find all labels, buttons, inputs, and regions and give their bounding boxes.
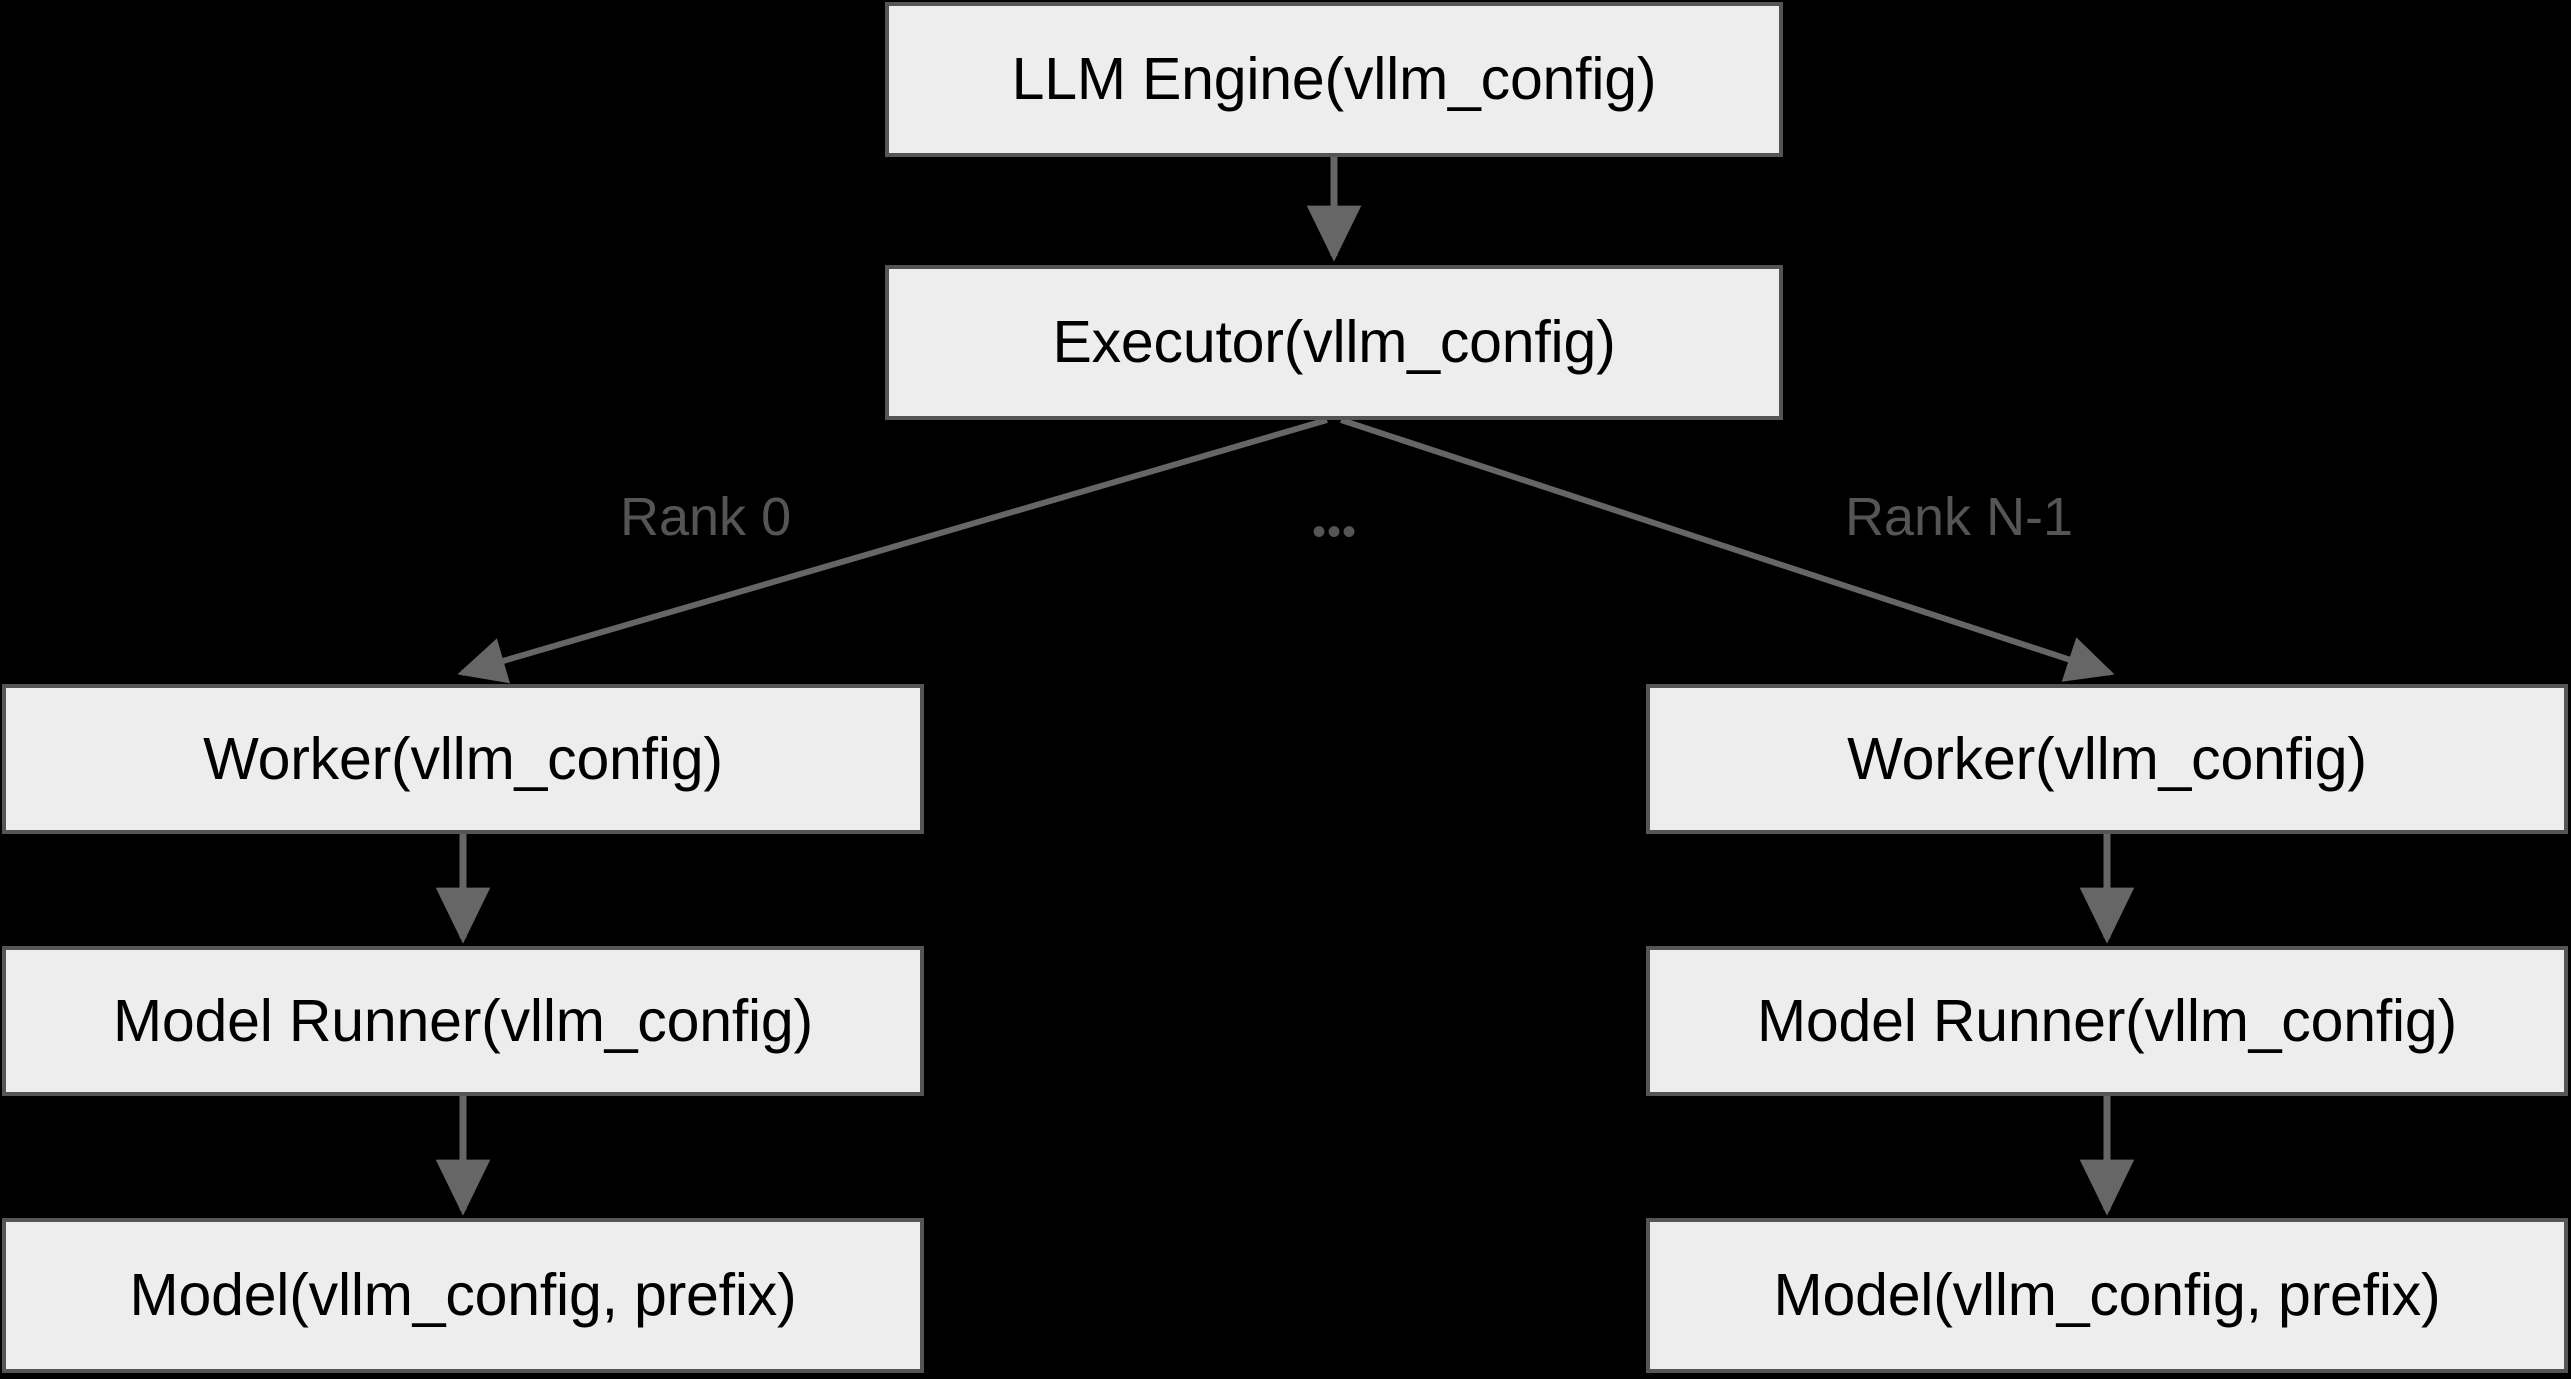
edge-label-rank-0: Rank 0 bbox=[620, 487, 792, 547]
node-worker-rank-n-label: Worker(vllm_config) bbox=[1847, 725, 2367, 792]
node-model-runner-rank-n[interactable]: Model Runner(vllm_config) bbox=[1646, 946, 2568, 1096]
edge-label-rank-n: Rank N-1 bbox=[1845, 487, 2074, 547]
node-executor-label: Executor(vllm_config) bbox=[1052, 309, 1616, 375]
edge-executor-to-worker-0 bbox=[457, 417, 1328, 684]
node-worker-rank-n[interactable]: Worker(vllm_config) bbox=[1646, 684, 2568, 834]
node-model-rank-n-label: Model(vllm_config, prefix) bbox=[1773, 1262, 2441, 1328]
node-model-rank-0[interactable]: Model(vllm_config, prefix) bbox=[2, 1218, 924, 1373]
node-model-rank-n[interactable]: Model(vllm_config, prefix) bbox=[1646, 1218, 2568, 1373]
node-worker-rank-0-label: Worker(vllm_config) bbox=[203, 725, 723, 792]
node-model-rank-0-label: Model(vllm_config, prefix) bbox=[129, 1262, 797, 1328]
node-model-runner-rank-0[interactable]: Model Runner(vllm_config) bbox=[2, 946, 924, 1096]
node-executor[interactable]: Executor(vllm_config) bbox=[885, 265, 1783, 420]
node-llm-engine[interactable]: LLM Engine(vllm_config) bbox=[885, 2, 1783, 157]
edge-label-ellipsis: ••• bbox=[1312, 510, 1358, 554]
node-llm-engine-label: LLM Engine(vllm_config) bbox=[1011, 46, 1657, 112]
node-worker-rank-0[interactable]: Worker(vllm_config) bbox=[2, 684, 924, 834]
node-model-runner-rank-0-label: Model Runner(vllm_config) bbox=[112, 987, 813, 1054]
node-model-runner-rank-n-label: Model Runner(vllm_config) bbox=[1756, 987, 2457, 1054]
